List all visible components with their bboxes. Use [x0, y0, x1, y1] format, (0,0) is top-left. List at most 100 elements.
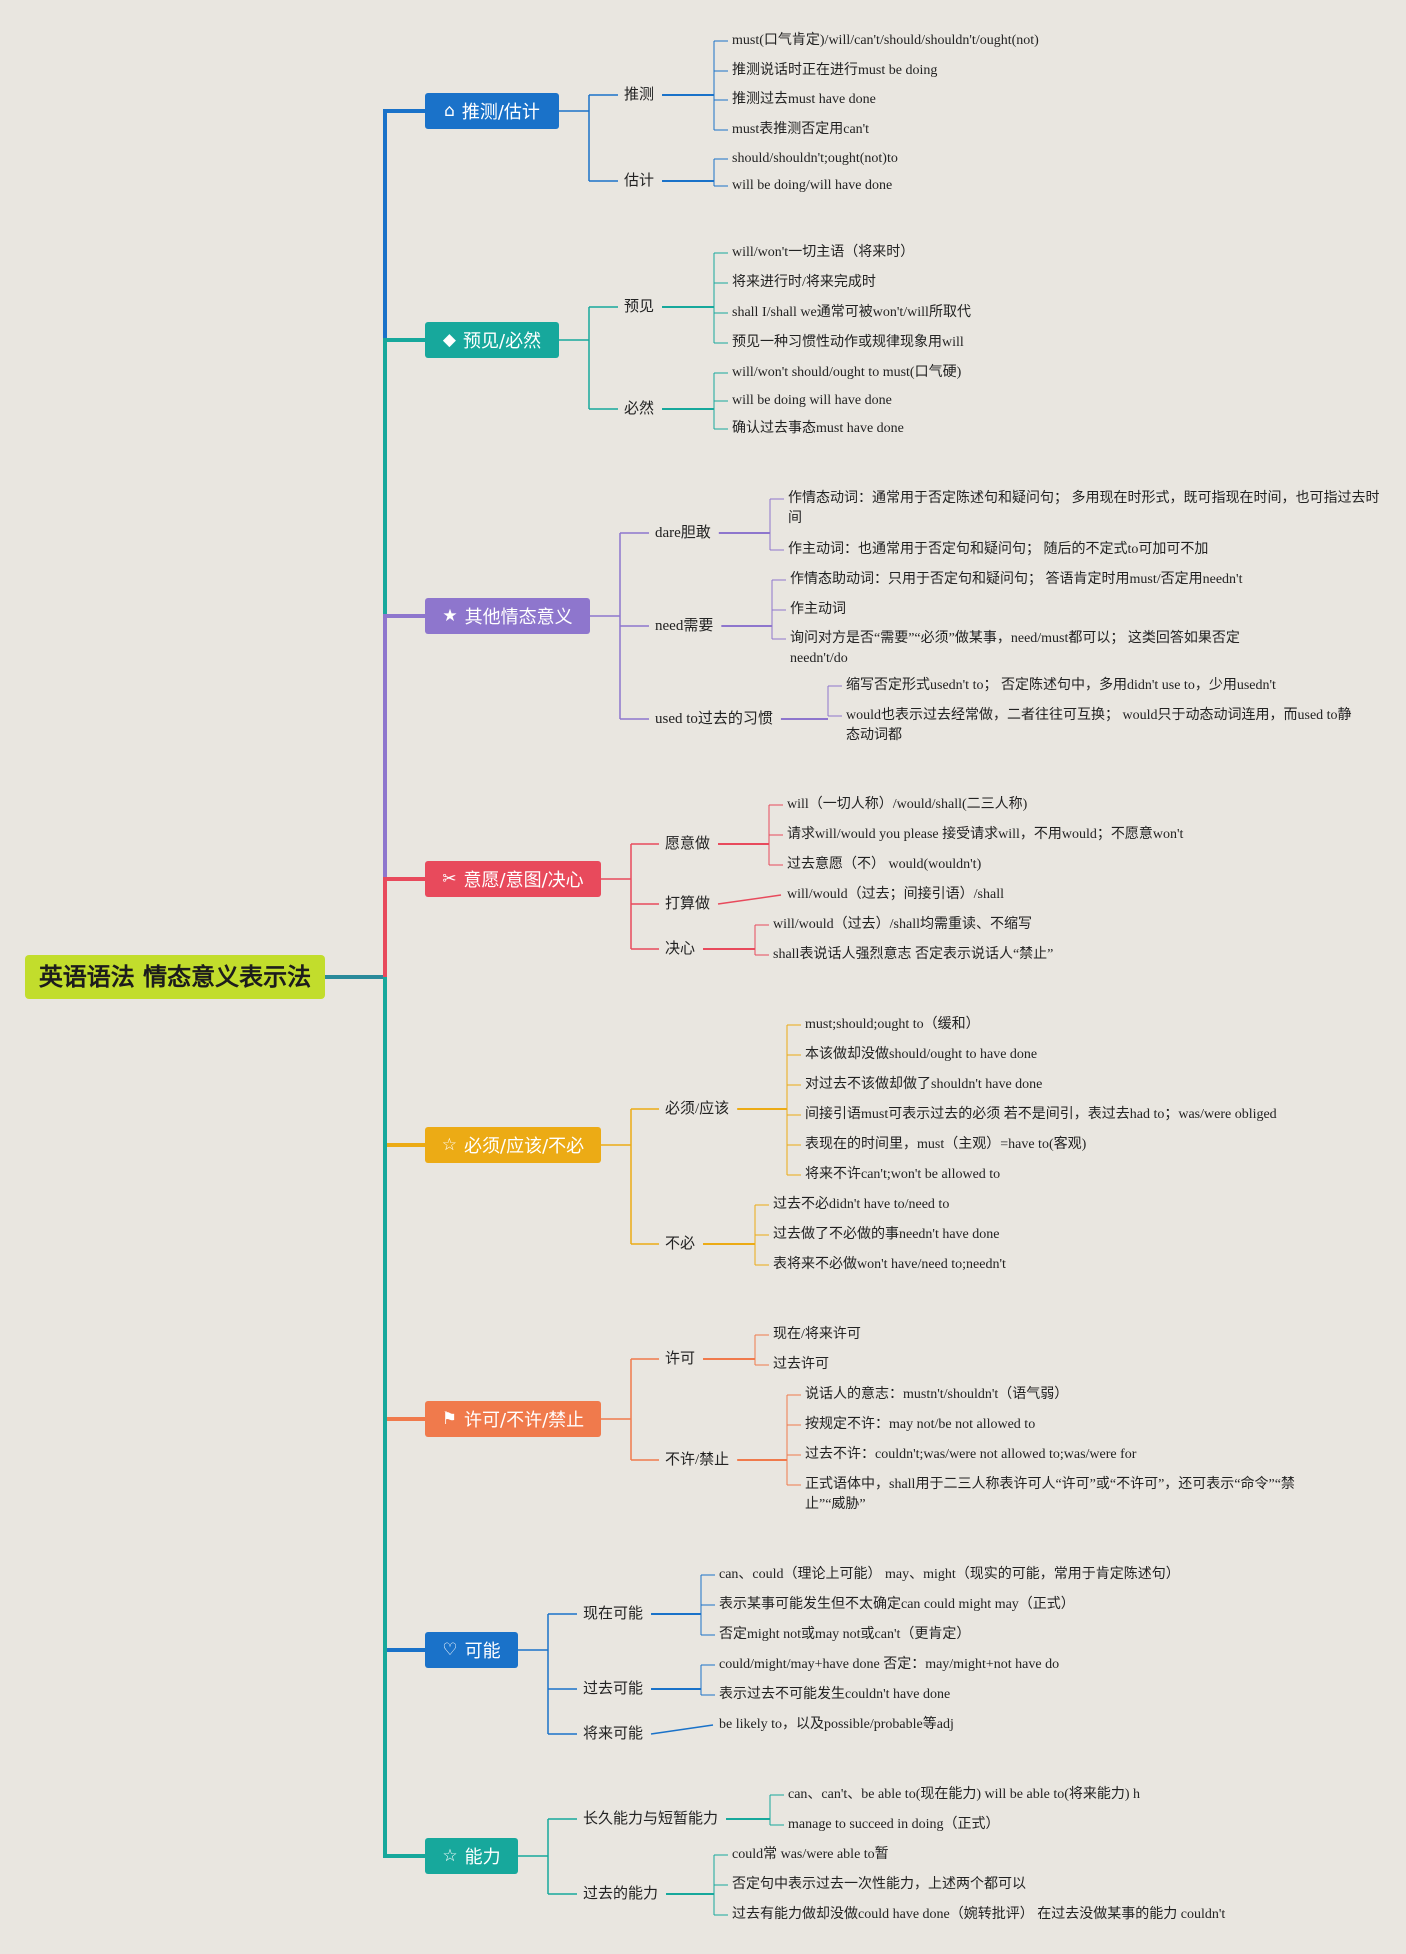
leaf-item[interactable]: will（一切人称）/would/shall(二三人称)	[787, 797, 1028, 812]
leaf-item[interactable]: 过去许可	[773, 1357, 829, 1372]
sub-topic[interactable]: 现在可能	[583, 1606, 644, 1622]
leaf-item[interactable]: will/would（过去）/shall均需重读、不缩写	[773, 917, 1032, 932]
sub-topic[interactable]: 过去的能力	[583, 1886, 659, 1902]
leaf-item[interactable]: could/might/may+have done 否定：may/might+n…	[719, 1657, 1060, 1672]
leaf-connector	[650, 1724, 714, 1735]
branch-label: 能力	[464, 1847, 501, 1868]
branch-connector	[383, 338, 425, 977]
leaf-item[interactable]: manage to succeed in doing（正式）	[788, 1817, 1000, 1832]
branch-connector	[383, 977, 425, 1421]
leaf-item[interactable]: 将来不许can't;won't be allowed to	[805, 1167, 1001, 1182]
leaf-item[interactable]: should/shouldn't;ought(not)to	[732, 151, 898, 166]
heart-icon: ♡	[442, 1639, 458, 1660]
leaf-item[interactable]: 过去做了不必做的事needn't have done	[773, 1227, 1000, 1242]
branch-node[interactable]: ✂ 意愿/意图/决心	[425, 861, 601, 897]
tools-icon: ✂	[442, 868, 457, 889]
leaf-item[interactable]: 过去不必didn't have to/need to	[773, 1197, 950, 1212]
leaf-connector	[717, 894, 782, 905]
leaf-item[interactable]: 按规定不许：may not/be not allowed to	[805, 1417, 1036, 1432]
leaf-item[interactable]: 作情态动词：通常用于否定陈述句和疑问句； 多用现在时形式，既可指现在时间，也可指…	[788, 491, 1380, 526]
branch-label: 预见/必然	[463, 331, 542, 352]
leaf-item[interactable]: 否定句中表示过去一次性能力，上述两个都可以	[732, 1877, 1026, 1892]
leaf-item[interactable]: must(口气肯定)/will/can't/should/shouldn't/o…	[732, 33, 1039, 48]
sub-topic[interactable]: 必须/应该	[665, 1101, 730, 1117]
leaf-item[interactable]: 间接引语must可表示过去的必须 若不是间引，表过去had to；was/wer…	[805, 1107, 1277, 1122]
leaf-item[interactable]: 请求will/would you please 接受请求will，不用would…	[787, 827, 1184, 842]
leaf-item[interactable]: can、could（理论上可能） may、might（现实的可能，常用于肯定陈述…	[719, 1567, 1180, 1582]
branch-node[interactable]: ☆能力	[425, 1838, 518, 1874]
sub-topic[interactable]: 不许/禁止	[665, 1452, 730, 1468]
leaf-item[interactable]: could常 was/were able to暂	[732, 1847, 889, 1862]
leaf-item[interactable]: can、can't、be able to(现在能力) will be able …	[788, 1787, 1141, 1802]
branch-label: 许可/不许/禁止	[464, 1410, 585, 1431]
branch-connector	[383, 109, 425, 977]
branch-connector	[383, 977, 425, 1147]
leaf-item[interactable]: 本该做却没做should/ought to have done	[805, 1047, 1038, 1062]
leaf-item[interactable]: 作主动词	[790, 602, 846, 617]
leaf-item[interactable]: shall I/shall we通常可被won't/will所取代	[732, 305, 971, 320]
leaf-item[interactable]: 过去不许：couldn't;was/were not allowed to;wa…	[805, 1447, 1137, 1462]
branch-label: 意愿/意图/决心	[463, 870, 584, 891]
branch-node[interactable]: ◆ 预见/必然	[425, 322, 559, 358]
sub-topic[interactable]: 打算做	[665, 896, 711, 912]
sub-topic[interactable]: 必然	[624, 401, 655, 417]
leaf-item[interactable]: must;should;ought to（缓和）	[805, 1017, 980, 1032]
sub-topic[interactable]: 不必	[665, 1236, 696, 1252]
root-topic[interactable]: 英语语法 情态意义表示法	[25, 955, 325, 999]
sub-topic[interactable]: 将来可能	[583, 1726, 644, 1742]
flag-icon: ⚑	[441, 1408, 458, 1429]
star-outline-icon: ☆	[441, 1134, 458, 1155]
leaf-item[interactable]: 预见一种习惯性动作或规律现象用will	[732, 335, 964, 350]
sub-topic[interactable]: used to过去的习惯	[655, 711, 773, 727]
sub-topic[interactable]: 估计	[624, 173, 655, 189]
leaf-item[interactable]: will be doing/will have done	[732, 178, 893, 193]
sub-topic[interactable]: need需要	[655, 618, 714, 634]
leaf-item[interactable]: 推测过去must have done	[732, 92, 876, 107]
leaf-item[interactable]: 作情态助动词：只用于否定句和疑问句； 答语肯定时用must/否定用needn't	[790, 572, 1243, 587]
leaf-item[interactable]: 否定might not或may not或can't（更肯定）	[719, 1627, 971, 1642]
leaf-item[interactable]: will/would（过去；间接引语）/shall	[787, 887, 1004, 902]
leaf-item[interactable]: 现在/将来许可	[773, 1327, 861, 1342]
leaf-item[interactable]: 表现在的时间里，must（主观）=have to(客观)	[805, 1137, 1087, 1152]
branch-label: 其他情态意义	[464, 607, 573, 628]
sub-topic[interactable]: 长久能力与短暂能力	[583, 1811, 719, 1827]
sub-topic[interactable]: 许可	[665, 1351, 696, 1367]
branch-connector	[383, 877, 425, 977]
leaf-item[interactable]: would也表示过去经常做，二者往往可互换； would只于动态动词连用，而us…	[846, 708, 1352, 743]
leaf-item[interactable]: 推测说话时正在进行must be doing	[732, 63, 938, 78]
sub-topic[interactable]: dare胆敢	[655, 525, 711, 541]
sub-topic[interactable]: 愿意做	[665, 836, 711, 852]
branch-node[interactable]: ☆必须/应该/不必	[425, 1127, 601, 1163]
branch-node[interactable]: ⚑ 许可/不许/禁止	[425, 1401, 601, 1437]
diamond-icon: ◆	[442, 329, 456, 350]
branch-connector	[383, 614, 425, 977]
leaf-item[interactable]: will/won't一切主语（将来时）	[732, 245, 915, 260]
leaf-item[interactable]: 过去有能力做却没做could have done（婉转批评） 在过去没做某事的能…	[732, 1907, 1226, 1922]
leaf-item[interactable]: be likely to，以及possible/probable等adj	[719, 1717, 954, 1732]
leaf-item[interactable]: 缩写否定形式usedn't to； 否定陈述句中，多用didn't use to…	[846, 678, 1276, 693]
leaf-item[interactable]: must表推测否定用can't	[732, 122, 870, 137]
sub-topic[interactable]: 决心	[665, 941, 696, 957]
leaf-item[interactable]: 正式语体中，shall用于二三人称表许可人“许可”或“不许可”，还可表示“命令”…	[805, 1477, 1295, 1512]
leaf-item[interactable]: 表示过去不可能发生couldn't have done	[719, 1687, 951, 1702]
leaf-item[interactable]: will be doing will have done	[732, 393, 892, 408]
branch-node[interactable]: ★其他情态意义	[425, 598, 590, 634]
sub-topic[interactable]: 过去可能	[583, 1681, 644, 1697]
branch-node[interactable]: ⌂推测/估计	[425, 93, 559, 129]
leaf-item[interactable]: 作主动词：也通常用于否定句和疑问句； 随后的不定式to可加可不加	[788, 542, 1209, 557]
leaf-item[interactable]: 将来进行时/将来完成时	[732, 275, 876, 290]
home-icon: ⌂	[444, 100, 455, 121]
leaf-item[interactable]: 询问对方是否“需要”“必须”做某事，need/must都可以； 这类回答如果否定…	[790, 631, 1240, 666]
leaf-item[interactable]: 表示某事可能发生但不太确定can could might may（正式）	[719, 1597, 1075, 1612]
leaf-item[interactable]: 表将来不必做won't have/need to;needn't	[773, 1257, 1006, 1272]
leaf-item[interactable]: shall表说话人强烈意志 否定表示说话人“禁止”	[773, 947, 1054, 962]
leaf-item[interactable]: 对过去不该做却做了shouldn't have done	[805, 1077, 1043, 1092]
leaf-item[interactable]: 确认过去事态must have done	[732, 421, 904, 436]
leaf-item[interactable]: will/won't should/ought to must(口气硬)	[732, 365, 962, 380]
sub-topic[interactable]: 预见	[624, 299, 655, 315]
branch-node[interactable]: ♡可能	[425, 1632, 518, 1668]
leaf-item[interactable]: 过去意愿（不） would(wouldn't)	[787, 857, 982, 872]
leaf-item[interactable]: 说话人的意志：mustn't/shouldn't（语气弱）	[805, 1387, 1069, 1402]
sub-topic[interactable]: 推测	[624, 87, 655, 103]
